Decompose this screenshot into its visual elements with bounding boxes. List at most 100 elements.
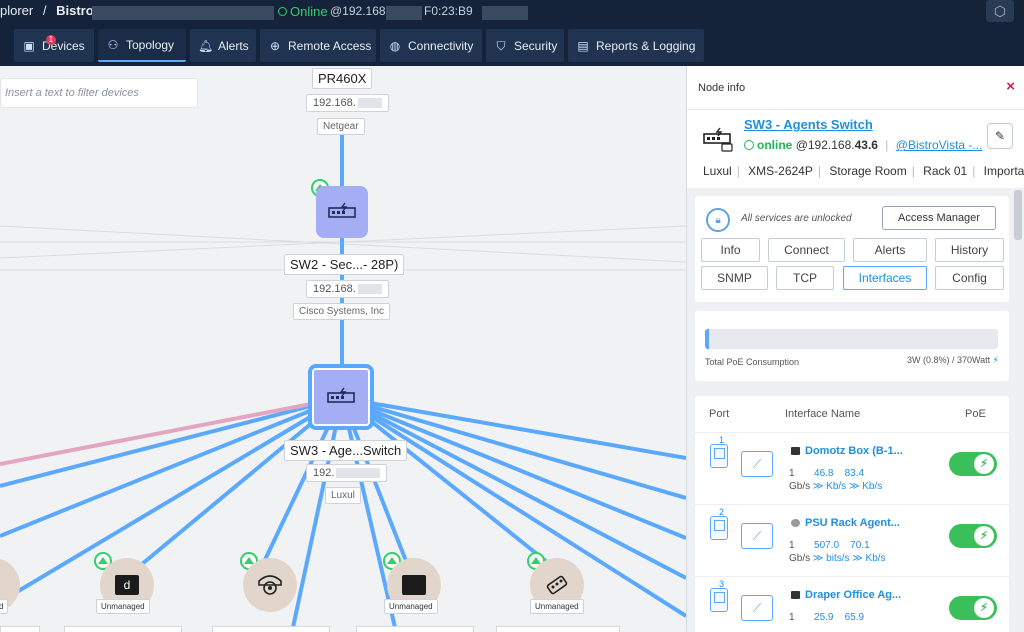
poe-toggle[interactable]: ⚡︎ xyxy=(949,452,997,476)
switch-icon xyxy=(327,387,355,403)
tab-alerts-panel[interactable]: Alerts xyxy=(853,238,927,262)
chart-icon: ⟋ xyxy=(752,456,762,471)
tab-label: Security xyxy=(514,38,558,53)
site-ip: @192.168. xyxy=(330,4,389,18)
table-row[interactable]: 3 ⟋ Draper Office Ag... 1 25.9 65.9 ⚡︎ xyxy=(695,576,1009,632)
device-card: SW3 - Agents Switch online @192.168.43.6… xyxy=(687,110,1024,188)
meta-vendor: Luxul xyxy=(703,164,732,178)
tab-topology[interactable]: ⚇ Topology xyxy=(98,29,186,62)
sw2-vendor: Cisco Systems, Inc xyxy=(293,303,391,320)
tab-devices[interactable]: ▣ 1 Devices xyxy=(14,29,94,62)
tab-remote-access[interactable]: ⊕ Remote Access xyxy=(260,29,376,62)
partial-card xyxy=(64,626,182,632)
tab-label: Connectivity xyxy=(408,38,474,53)
tab-label: Alerts xyxy=(218,38,249,53)
topology-icon: ⚇ xyxy=(107,37,119,52)
device-icon: d xyxy=(115,575,139,595)
device-icon xyxy=(791,447,800,455)
breadcrumb-site[interactable]: Bistro xyxy=(56,3,94,18)
router-label[interactable]: PR460X xyxy=(312,68,373,89)
meta-model: XMS-2624P xyxy=(748,164,813,178)
interface-stats: 1 46.8 83.4 Gb/s ≫ Kb/s ≫ Kb/s xyxy=(789,468,883,492)
device-site-link[interactable]: @BistroVista -... xyxy=(895,138,983,152)
bolt-icon: ⚡︎ xyxy=(992,355,999,365)
panel-scrollbar[interactable] xyxy=(1014,190,1022,240)
cube-icon[interactable]: ⬡ xyxy=(986,0,1014,22)
camera-icon xyxy=(258,575,282,595)
poe-toggle[interactable]: ⚡︎ xyxy=(949,596,997,620)
status-ring-icon xyxy=(278,7,287,16)
leaf-node-partial[interactable] xyxy=(0,558,20,612)
tab-reports-logging[interactable]: ▤ Reports & Logging xyxy=(568,29,704,62)
ethernet-port-icon xyxy=(710,444,728,468)
pencil-icon: ✎ xyxy=(994,129,1006,143)
device-status: online xyxy=(757,138,793,152)
table-row[interactable]: 2 ⟋ PSU Rack Agent... 1 507.0 70.1 Gb/s … xyxy=(695,504,1009,576)
tab-tcp[interactable]: TCP xyxy=(776,266,834,290)
redacted-mac xyxy=(482,6,528,20)
device-meta: Luxul| XMS-2624P| Storage Room| Rack 01|… xyxy=(703,164,1024,178)
unmanaged-tag: Unmanaged xyxy=(530,599,584,614)
interface-stats: 1 507.0 70.1 Gb/s ≫ bits/s ≫ Kb/s xyxy=(789,540,886,564)
breadcrumb-prefix[interactable]: plorer xyxy=(0,3,34,18)
tab-config[interactable]: Config xyxy=(935,266,1004,290)
sw2-label[interactable]: SW2 - Sec...- 28P) xyxy=(284,254,405,275)
device-name-link[interactable]: SW3 - Agents Switch xyxy=(744,117,873,132)
poe-label: Total PoE Consumption xyxy=(705,357,800,367)
traffic-chart-button[interactable]: ⟋ xyxy=(741,451,773,477)
tab-info[interactable]: Info xyxy=(701,238,760,262)
router-ip: 192.168. xyxy=(306,94,389,112)
node-info-panel: Node info × SW3 - Agents Switch online @… xyxy=(686,66,1024,632)
traffic-chart-button[interactable]: ⟋ xyxy=(741,595,773,621)
interfaces-table: Port Interface Name PoE 1 ⟋ Domotz Box (… xyxy=(695,396,1009,632)
traffic-chart-button[interactable]: ⟋ xyxy=(741,523,773,549)
filter-devices-input[interactable]: Insert a text to filter devices xyxy=(0,78,198,108)
poe-toggle[interactable]: ⚡︎ xyxy=(949,524,997,548)
tab-history[interactable]: History xyxy=(935,238,1004,262)
devices-icon: ▣ xyxy=(23,38,35,53)
tab-connectivity[interactable]: ◍ Connectivity xyxy=(380,29,482,62)
sw3-label[interactable]: SW3 - Age...Switch xyxy=(284,440,408,461)
tab-interfaces[interactable]: Interfaces xyxy=(843,266,927,290)
edit-device-button[interactable]: ✎ xyxy=(987,123,1013,149)
poe-value: 3W (0.8%) / 370Watt ⚡︎ xyxy=(906,355,999,365)
device-icon xyxy=(791,591,800,599)
sw3-vendor: Luxul xyxy=(325,487,361,504)
tab-connect[interactable]: Connect xyxy=(768,238,845,262)
tab-snmp[interactable]: SNMP xyxy=(701,266,768,290)
table-row[interactable]: 1 ⟋ Domotz Box (B-1... 1 46.8 83.4 Gb/s … xyxy=(695,432,1009,504)
device-status-line: online @192.168.43.6 | @BistroVista -... xyxy=(744,138,982,152)
connectivity-icon: ◍ xyxy=(389,38,401,53)
tab-label: Reports & Logging xyxy=(596,38,696,53)
switch-icon xyxy=(328,202,356,218)
tab-alerts[interactable]: 🔔︎ Alerts xyxy=(190,29,256,62)
router-vendor: Netgear xyxy=(317,118,365,135)
camera-node[interactable] xyxy=(243,558,297,612)
port-number: 2 xyxy=(719,507,725,517)
globe-icon: ⊕ xyxy=(269,38,281,53)
topology-canvas[interactable]: Insert a text to filter devices PR460X 1… xyxy=(0,66,686,632)
annotation-arrow xyxy=(0,66,686,632)
sw3-node[interactable] xyxy=(308,364,374,430)
meta-importance: Important xyxy=(983,164,1024,178)
power-strip-icon xyxy=(546,575,568,595)
access-manager-button[interactable]: Access Manager xyxy=(882,206,996,230)
report-icon: ▤ xyxy=(577,38,589,53)
interface-name-link[interactable]: Domotz Box (B-1... xyxy=(791,445,903,457)
chart-icon: ⟋ xyxy=(752,600,762,615)
breadcrumb-separator: / xyxy=(42,3,47,18)
port-number: 1 xyxy=(719,435,725,445)
unmanaged-tag-partial: d xyxy=(0,599,9,614)
interface-name-link[interactable]: PSU Rack Agent... xyxy=(791,517,900,529)
redacted-ip xyxy=(386,6,422,20)
tab-security[interactable]: ⛉ Security xyxy=(486,29,564,62)
partial-card xyxy=(0,626,40,632)
col-port: Port xyxy=(709,408,730,420)
status-ring-icon xyxy=(744,140,754,150)
close-icon[interactable]: × xyxy=(1006,78,1015,95)
port-number: 3 xyxy=(719,579,725,589)
device-icon xyxy=(402,575,426,595)
sw2-node[interactable] xyxy=(316,186,368,238)
interface-name-link[interactable]: Draper Office Ag... xyxy=(791,589,901,601)
poe-progress-bar xyxy=(705,329,998,349)
